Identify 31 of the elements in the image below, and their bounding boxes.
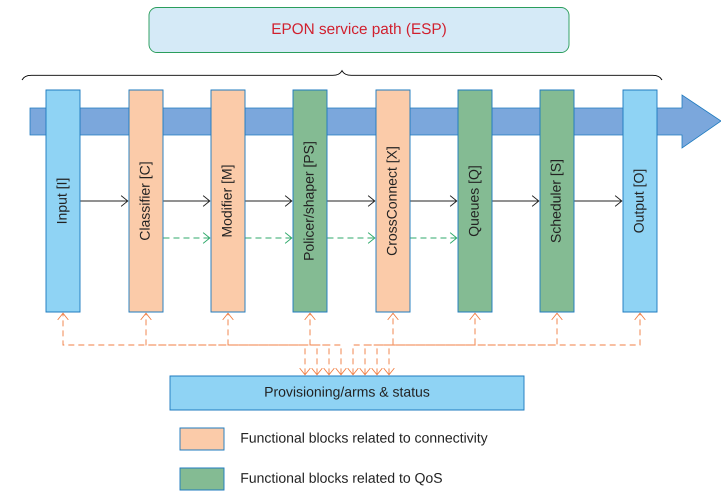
arrow [80,195,129,207]
functional-block: Queues [Q] [458,90,492,312]
functional-block: Scheduler [S] [540,90,574,312]
arrow [245,195,293,207]
title-box: EPON service path (ESP) [148,7,570,53]
dashed-arrow [57,312,311,376]
dashed-arrow [222,312,335,376]
dashed-arrow [304,312,347,376]
dashed-arrow [245,232,293,244]
dashed-arrow [327,232,376,244]
legend-text: Functional blocks related to connectivity [241,432,488,446]
dashed-arrow [347,312,399,376]
dashed-arrow [383,312,646,376]
dashed-arrow [371,312,563,376]
dashed-arrow [410,232,458,244]
functional-block: Policer/shaper [PS] [292,90,328,312]
arrow [492,195,540,207]
functional-block: CrossConnect [X] [376,90,410,312]
dashed-arrow [359,312,481,376]
dashed-arrow [140,312,323,376]
arrow [410,195,458,207]
functional-block: Input [I] [46,90,80,312]
dashed-arrow [163,232,211,244]
functional-block: Classifier [C] [128,90,164,312]
arrow [163,195,211,207]
provisioning-box: Provisioning/arms & status [170,376,524,410]
arrow [574,195,623,207]
functional-block: Modifier [M] [210,90,246,312]
functional-block: Output [O] [622,90,658,312]
arrow [327,195,376,207]
legend-text: Functional blocks related to QoS [241,472,442,486]
